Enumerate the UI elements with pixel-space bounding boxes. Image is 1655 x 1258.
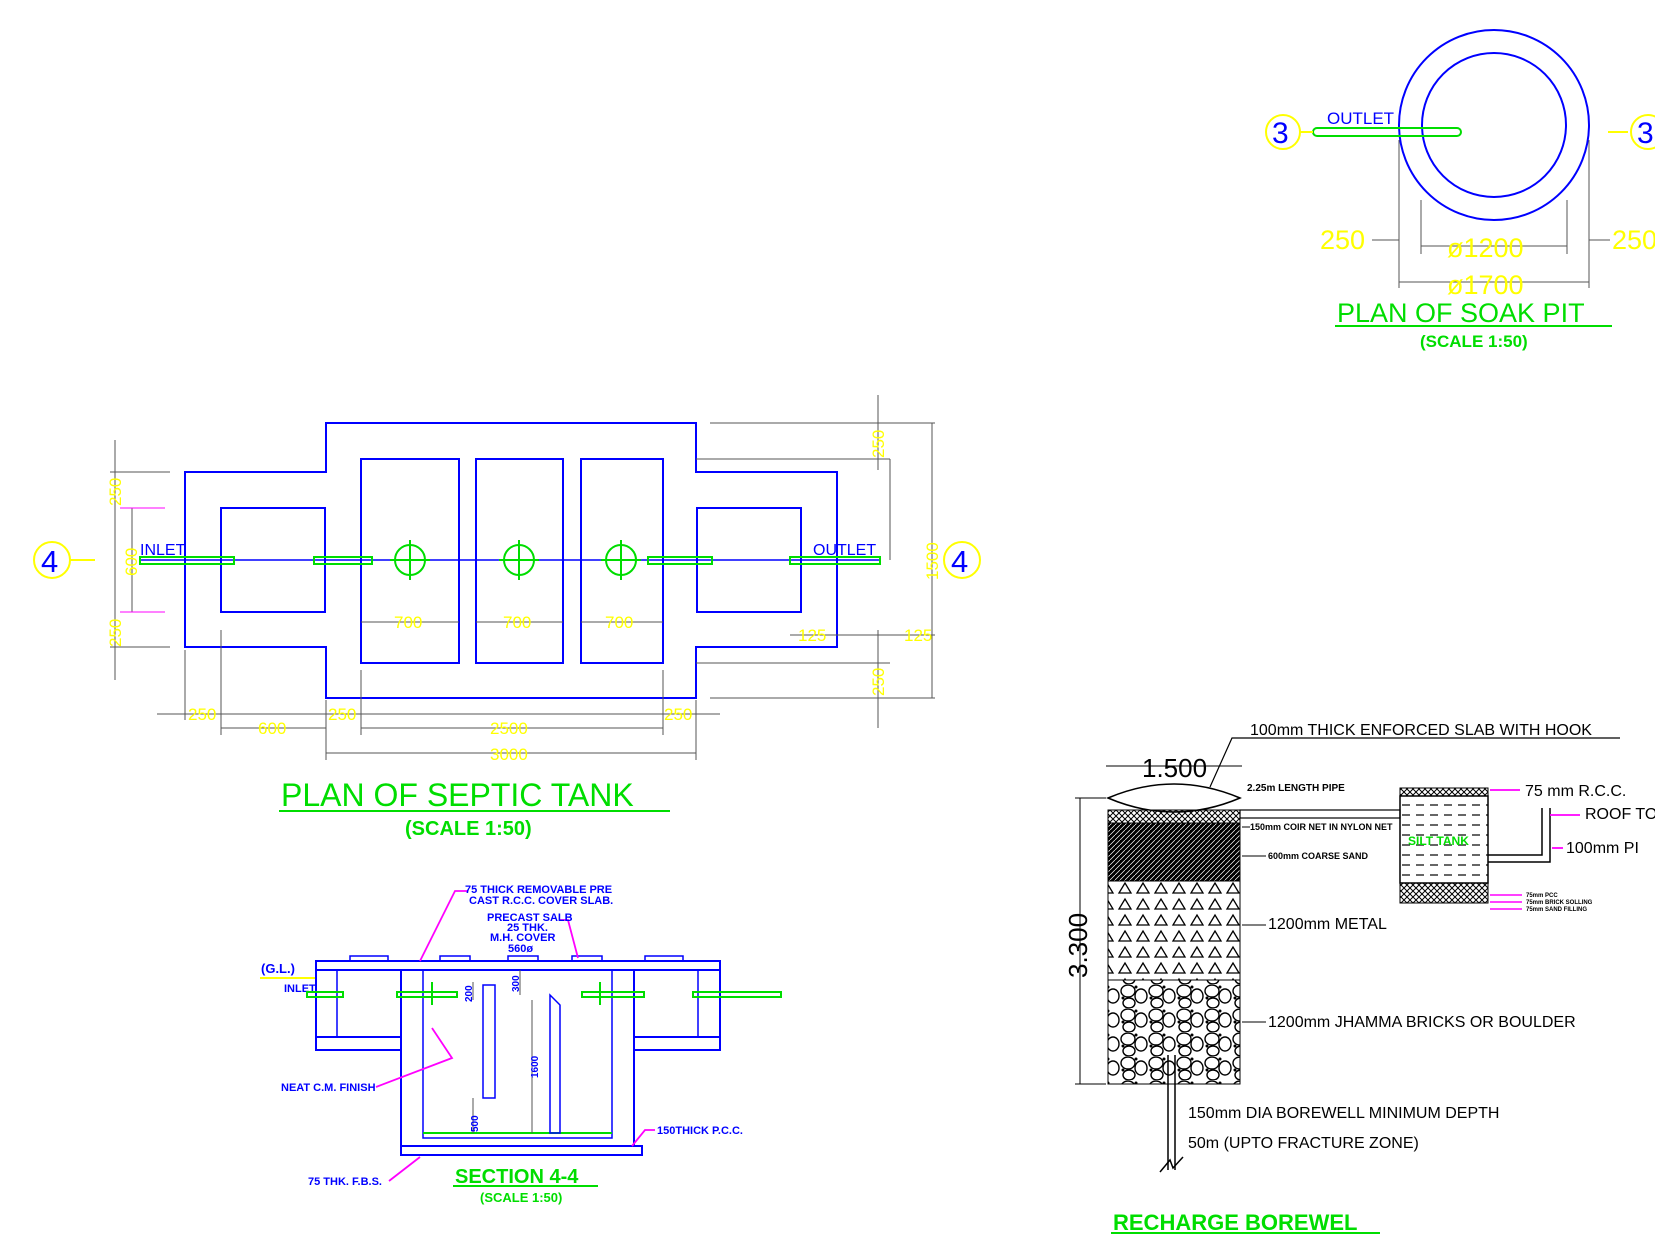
grid-label-3-right: 3 [1637, 117, 1654, 150]
septic-tank-outline [184, 422, 838, 699]
coir-note: 150mm COIR NET IN NYLON NET [1250, 822, 1393, 832]
sand-fill-note: 75mm SAND FILLING [1526, 907, 1587, 913]
layer-metal [1107, 880, 1241, 981]
silt-tank-label: SILT TANK [1408, 834, 1469, 848]
soak-dim-right: 250 [1612, 225, 1655, 255]
layer-coarse-sand [1107, 822, 1241, 882]
depth-dim: 3.300 [1063, 913, 1093, 978]
grid-label-4-left: 4 [41, 544, 58, 579]
plan-left-dim-2: 600 [122, 548, 141, 576]
soak-pit-outlet-label: OUTLET [1327, 109, 1394, 128]
sand-note: 600mm COARSE SAND [1268, 851, 1369, 861]
recharge-borewell: 1.500 3.300 100mm THICK ENFORCED SLAB WI… [1063, 722, 1655, 1235]
width-dim: 1.500 [1142, 753, 1207, 783]
brick-layer-note: 75mm BRICK SOLLING [1526, 900, 1593, 906]
cover-slab [315, 960, 721, 971]
slab-dome [1106, 783, 1242, 813]
plan-right-dim-3: 250 [869, 668, 888, 696]
roof-note: ROOF TO [1585, 806, 1655, 823]
bottom-dim-6: 3000 [490, 745, 528, 764]
outlet-label: OUTLET [813, 542, 876, 559]
boulder-note: 1200mm JHAMMA BRICKS OR BOULDER [1268, 1014, 1576, 1031]
layer-boulder [1107, 979, 1241, 1085]
soak-dia-outer: ø1700 [1447, 270, 1524, 300]
precast-note-3: M.H. COVER [490, 932, 555, 944]
precast-note-4: 560ø [508, 943, 533, 955]
bottom-dim-5: 250 [664, 705, 692, 724]
manhole-3 [601, 540, 641, 580]
metal-note: 1200mm METAL [1268, 916, 1387, 933]
grid-label-3-left: 3 [1272, 117, 1289, 150]
manhole-1 [390, 540, 430, 580]
soak-pit-scale: (SCALE 1:50) [1420, 332, 1528, 351]
bottom-dim-2: 600 [258, 719, 286, 738]
bore-note-2: 50m (UPTO FRACTURE ZONE) [1188, 1135, 1419, 1152]
borewell-title: RECHARGE BOREWEL [1113, 1210, 1357, 1235]
slab-note: 100mm THICK ENFORCED SLAB WITH HOOK [1250, 722, 1592, 739]
inlet-label: INLET [140, 542, 186, 559]
septic-tank-plan: INLET OUTLET 4 4 250 600 250 250 1500 25… [33, 395, 981, 840]
plan-right-dim-1: 250 [869, 430, 888, 458]
pcc-base [400, 1145, 643, 1156]
section-dim-1600: 1600 [530, 1055, 541, 1078]
soak-pit-outlet-pipe [1312, 127, 1462, 137]
silt-tank-rcc [1399, 787, 1489, 797]
soak-pit-outer-ring [1398, 29, 1590, 221]
plan-left-dim-1: 250 [106, 478, 125, 506]
section-dim-500: 500 [470, 1115, 481, 1132]
septic-plan-title: PLAN OF SEPTIC TANK [281, 777, 634, 813]
precast-note-1: PRECAST SALB [487, 912, 573, 924]
chamber-dim-3: 700 [605, 613, 633, 632]
bottom-dim-4: 2500 [490, 719, 528, 738]
pipe-note: 2.25m LENGTH PIPE [1247, 783, 1345, 794]
pipe100-note: 100mm PI [1566, 840, 1639, 857]
bottom-dim-3: 250 [328, 705, 356, 724]
section-dim-200: 200 [464, 985, 475, 1002]
soak-pit-title: PLAN OF SOAK PIT [1337, 298, 1585, 328]
baffle-wall-2 [549, 993, 561, 1134]
section-title: SECTION 4-4 [455, 1166, 579, 1188]
section-dim-300: 300 [511, 975, 522, 992]
grid-label-4-right: 4 [951, 544, 968, 579]
soak-pit-plan: OUTLET 3 3 250 250 ø1200 ø1700 PLAN OF S… [1265, 29, 1655, 351]
pcc-note: 150THICK P.C.C. [657, 1125, 743, 1137]
grid-bubble-4-right [943, 541, 981, 579]
baffle-wall-1 [482, 984, 496, 1099]
grid-bubble-3-right [1630, 114, 1655, 150]
soak-dia-inner: ø1200 [1447, 233, 1524, 263]
chamber-dim-1: 700 [394, 613, 422, 632]
septic-section: (G.L.) INLET [260, 884, 782, 1205]
section-inlet-label: INLET [284, 983, 316, 995]
septic-plan-scale: (SCALE 1:50) [405, 818, 532, 840]
connecting-pipe [1239, 809, 1401, 819]
chamber-dim-2: 700 [503, 613, 531, 632]
plan-right-dim-2: 1500 [923, 542, 942, 580]
plan-left-dim-3: 250 [106, 619, 125, 647]
outlet-pipe [789, 556, 881, 565]
chamber-2 [475, 458, 564, 664]
bore-note-1: 150mm DIA BOREWELL MINIMUM DEPTH [1188, 1105, 1499, 1122]
cover-note-2: CAST R.C.C. COVER SLAB. [469, 895, 613, 907]
rcc-note: 75 mm R.C.C. [1525, 783, 1626, 800]
plan-offset-dim-1: 125 [798, 626, 826, 645]
gl-label: (G.L.) [261, 961, 295, 976]
cover-note-1: 75 THICK REMOVABLE PRE [465, 884, 612, 896]
layer-coir [1107, 809, 1241, 824]
manhole-2 [499, 540, 539, 580]
precast-note-2: 25 THK. [507, 922, 548, 934]
chamber-1 [360, 458, 460, 664]
silt-tank [1399, 795, 1489, 884]
neat-finish-note: NEAT C.M. FINISH [281, 1082, 376, 1094]
inlet-pipe [139, 556, 235, 565]
soak-pit-inner-ring [1421, 52, 1567, 198]
fbs-note: 75 THK. F.B.S. [308, 1176, 382, 1188]
plan-offset-dim-2: 125 [904, 626, 932, 645]
section-scale: (SCALE 1:50) [480, 1190, 562, 1205]
chamber-3 [580, 458, 664, 664]
bottom-dim-1: 250 [188, 705, 216, 724]
soak-dim-left: 250 [1320, 225, 1365, 255]
pcc-layer-note: 75mm PCC [1526, 893, 1558, 899]
